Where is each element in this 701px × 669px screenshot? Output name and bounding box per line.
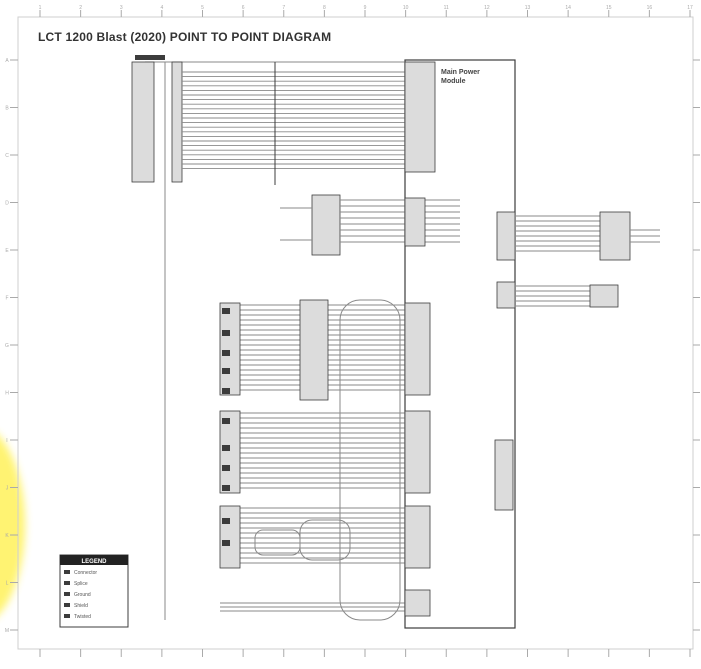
- right-lead-wires-a: [630, 229, 660, 243]
- loop-harness-small: [254, 529, 301, 556]
- connector-tab: [135, 55, 165, 60]
- lower-connector: [219, 505, 241, 569]
- top-wire-bundle: [182, 71, 405, 170]
- connector-pin: [222, 485, 230, 491]
- power-connector-lower: [404, 410, 431, 494]
- ruler-label-top: 17: [687, 5, 693, 11]
- legend-row-label: Shield: [74, 603, 88, 609]
- legend-swatch: [64, 603, 70, 607]
- right-connector-d: [589, 284, 619, 308]
- legend-row-label: Twisted: [74, 614, 91, 620]
- relay-connector: [311, 194, 341, 256]
- connector-pin: [222, 540, 230, 546]
- border-frame: [17, 16, 694, 650]
- right-connector-b: [599, 211, 631, 261]
- legend-swatch: [64, 614, 70, 618]
- ruler-label-top: 5: [201, 5, 204, 11]
- diagram-title: LCT 1200 Blast (2020) POINT TO POINT DIA…: [38, 30, 332, 44]
- ruler-label-left: A: [5, 58, 9, 64]
- ruler-label-left: K: [5, 533, 9, 539]
- relay-lead-wires: [280, 207, 312, 241]
- legend-swatch: [64, 592, 70, 596]
- ruler-label-top: 4: [160, 5, 163, 11]
- ruler-label-top: 2: [79, 5, 82, 11]
- ruler-label-left: L: [6, 581, 9, 587]
- right-connector-a: [496, 211, 516, 261]
- connector-inner: [171, 61, 183, 183]
- ruler-label-top: 15: [606, 5, 612, 11]
- ruler-label-left: F: [5, 296, 8, 302]
- connector-pin: [222, 388, 230, 394]
- relay-wire-bundle: [340, 199, 460, 243]
- ruler-label-top: 1: [39, 5, 42, 11]
- connector-pin: [222, 330, 230, 336]
- ruler-label-left: M: [5, 628, 9, 634]
- legend-row-label: Connector: [74, 570, 97, 576]
- ruler-label-left: E: [5, 248, 9, 254]
- splice-block: [299, 299, 329, 401]
- connector-pin: [222, 350, 230, 356]
- lower-wire-bundle: [220, 507, 405, 564]
- lower-connector: [219, 410, 241, 494]
- ruler-label-top: 8: [323, 5, 326, 11]
- right-wire-bundle-b: [515, 285, 590, 307]
- lower-connector: [219, 302, 241, 396]
- ruler-label-top: 13: [525, 5, 531, 11]
- legend-box: [59, 554, 129, 628]
- legend-swatch: [64, 581, 70, 585]
- legend-header: [60, 555, 128, 565]
- right-connector-c: [496, 281, 516, 309]
- ruler-label-left: B: [5, 106, 9, 112]
- legend-row-label: Ground: [74, 592, 91, 598]
- ruler-label-left: H: [5, 391, 9, 397]
- power-module-label: Main Power Module: [441, 69, 480, 85]
- loop-harness-small: [299, 519, 351, 561]
- legend-swatch: [64, 570, 70, 574]
- connector-pin: [222, 308, 230, 314]
- power-connector-top: [404, 61, 436, 173]
- power-connector-bottom: [404, 589, 431, 617]
- power-connector-lower: [404, 505, 431, 569]
- connector-pin: [222, 518, 230, 524]
- ruler-label-top: 3: [120, 5, 123, 11]
- connector-left: [131, 61, 155, 183]
- ruler-label-top: 9: [364, 5, 367, 11]
- ruler-label-top: 10: [403, 5, 409, 11]
- right-wire-bundle-a: [515, 215, 600, 252]
- connector-pin: [222, 418, 230, 424]
- lower-wire-bundle: [220, 412, 405, 489]
- ruler-label-top: 7: [282, 5, 285, 11]
- ruler-label-top: 11: [444, 5, 449, 11]
- ruler-label-top: 6: [242, 5, 245, 11]
- connector-pin: [222, 465, 230, 471]
- ruler-label-left: D: [5, 201, 9, 207]
- ruler-label-top: 12: [484, 5, 490, 11]
- ruler-label-top: 16: [647, 5, 653, 11]
- connector-pin: [222, 445, 230, 451]
- loop-harness: [339, 299, 401, 621]
- bottom-wire-bundle: [220, 602, 405, 612]
- ruler-label-left: C: [5, 153, 9, 159]
- power-connector-mid: [404, 197, 426, 247]
- ruler-label-left: G: [5, 343, 9, 349]
- ruler-label-top: 14: [565, 5, 571, 11]
- legend-title: LEGEND: [81, 559, 107, 565]
- legend-row-label: Splice: [74, 581, 88, 587]
- ruler-label-left: J: [6, 486, 9, 492]
- right-connector-e: [494, 439, 514, 511]
- ruler-label-left: I: [6, 438, 7, 444]
- power-connector-lower: [404, 302, 431, 396]
- connector-pin: [222, 368, 230, 374]
